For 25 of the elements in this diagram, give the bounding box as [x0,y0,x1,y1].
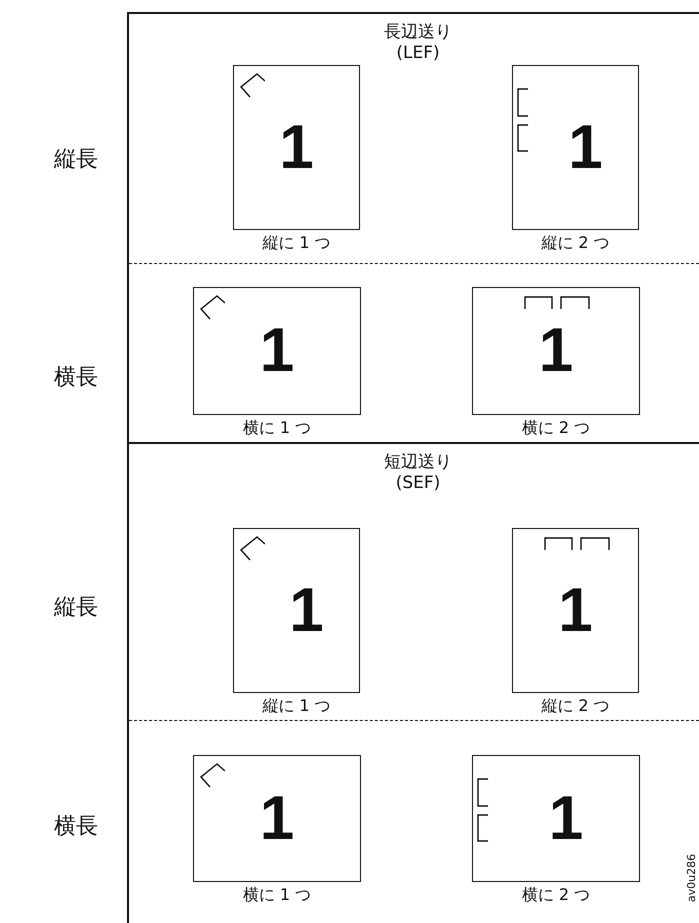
orientation-label: 横長 [54,366,98,390]
staple-caption: 横に 2 つ [520,419,592,437]
section-heading: 短辺送り (SEF) [383,452,453,494]
feed-section [127,442,699,923]
orientation-label: 縦長 [54,596,98,620]
staple-caption: 縦に 1 つ [261,697,332,715]
page-number: 1 [260,788,294,850]
page-number: 1 [260,320,294,382]
page-number: 1 [289,580,324,642]
figure-id: av0u286 [686,852,698,904]
page-number: 1 [548,788,584,850]
staple-caption: 縦に 2 つ [540,697,611,715]
staple-caption: 縦に 1 つ [261,234,332,252]
orientation-label: 横長 [54,815,98,839]
staple-caption: 縦に 2 つ [540,234,611,252]
section-heading: 長辺送り (LEF) [383,22,453,64]
staple-caption: 横に 2 つ [520,886,592,904]
staple-caption: 横に 1 つ [242,419,312,437]
orientation-label: 縦長 [54,148,98,172]
page-number: 1 [279,116,314,178]
page-number: 1 [538,320,574,382]
staple-caption: 横に 1 つ [242,886,312,904]
page-number: 1 [568,116,603,178]
page-number: 1 [558,580,593,642]
feed-section [127,12,699,444]
